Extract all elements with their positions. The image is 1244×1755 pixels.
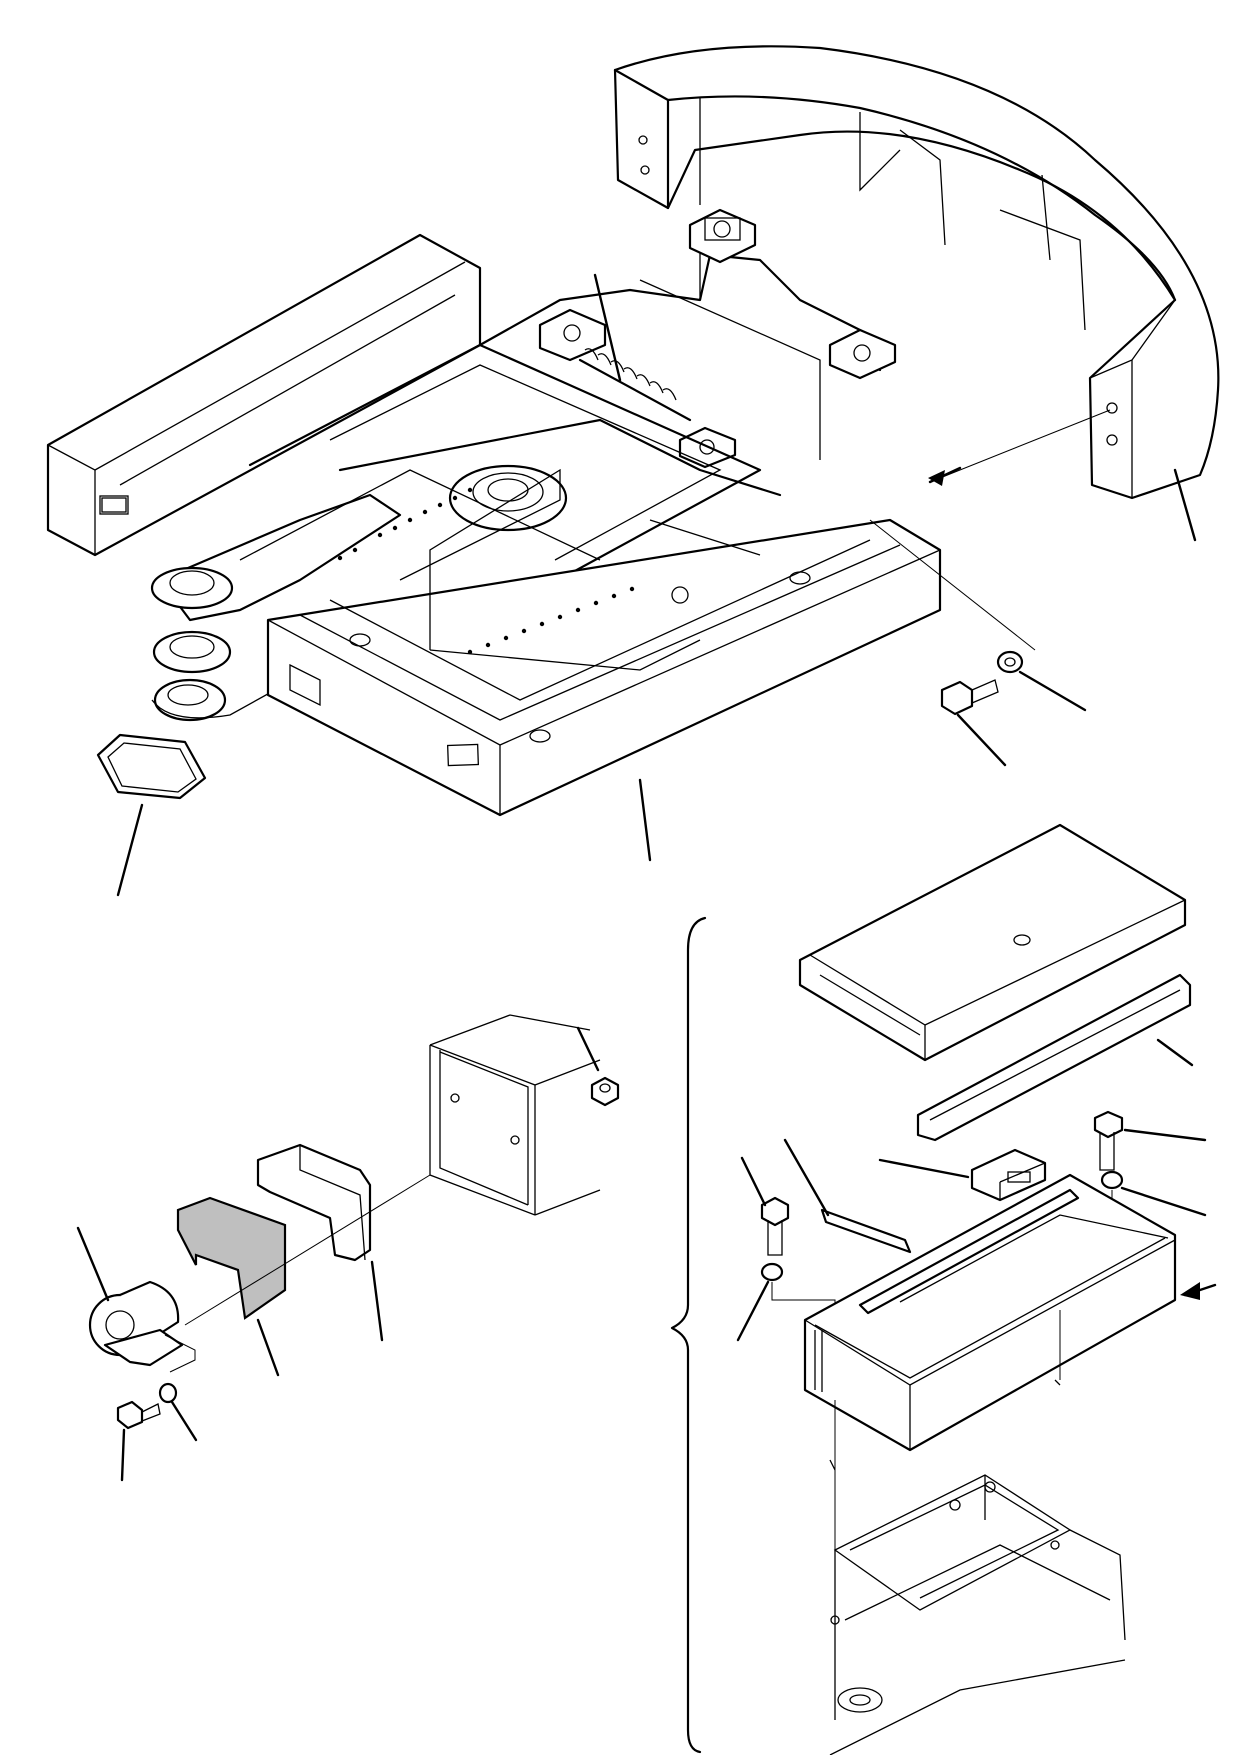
- counterweight-bolt: [940, 650, 1087, 767]
- tool-box-detail: [736, 823, 1217, 1755]
- counterweight: [613, 45, 1220, 542]
- detail-brace: [670, 916, 707, 1754]
- spring: [578, 273, 692, 422]
- stopper-detail: [76, 1014, 620, 1482]
- revolving-frame: [46, 208, 1111, 862]
- cover-plate: [96, 733, 207, 897]
- nut: [576, 1026, 620, 1107]
